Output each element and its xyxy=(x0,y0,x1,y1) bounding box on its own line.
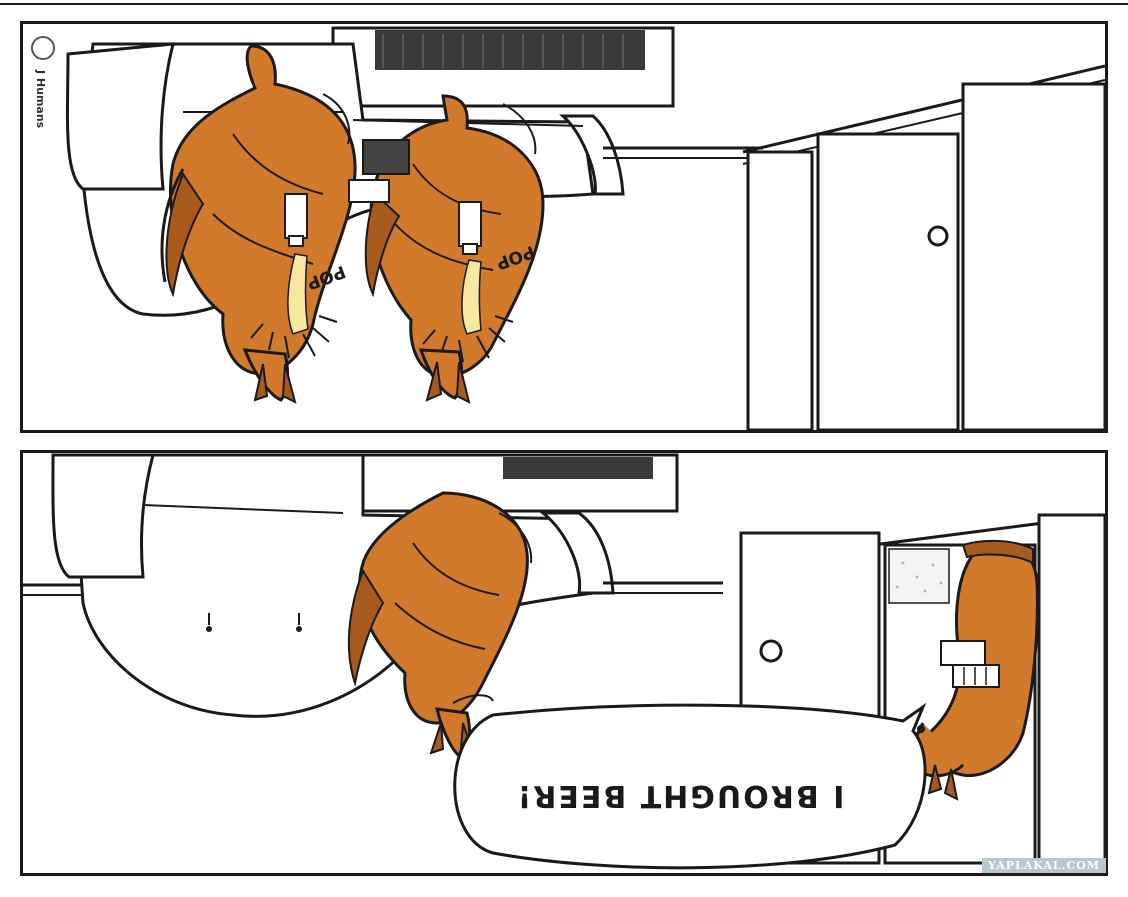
speech-bubble-text: I BROUGHT BEER! xyxy=(516,778,845,813)
ceiling-vent-grille xyxy=(375,30,645,70)
page-top-rule xyxy=(0,3,1128,5)
speech-bubble xyxy=(453,702,927,870)
sofa-armrest-left xyxy=(65,42,175,191)
artist-logo-icon xyxy=(31,36,55,60)
beer-bottle-right xyxy=(458,201,482,247)
cabinet-knob xyxy=(927,225,949,247)
site-watermark: YAPLAKAL.COM xyxy=(982,858,1106,873)
cabinet-door-closed xyxy=(816,132,960,430)
dog-center xyxy=(347,491,533,761)
cabinet-door-right xyxy=(961,82,1105,430)
cabinet-side-panel xyxy=(746,150,814,430)
comic-panel-2: I BROUGHT BEER! xyxy=(20,450,1108,876)
panel-2-artwork: I BROUGHT BEER! xyxy=(23,453,1105,870)
dog-right xyxy=(364,94,545,404)
remote-box xyxy=(362,139,410,175)
cabinet-knob-2 xyxy=(759,639,783,663)
panel-1-artwork: POP POP xyxy=(31,26,1105,430)
sofa-armrest-right xyxy=(559,114,625,196)
beer-six-pack xyxy=(940,640,986,666)
beer-bottle-left xyxy=(284,193,308,239)
dog-left xyxy=(160,44,357,404)
sofa-armrest-2 xyxy=(51,453,155,579)
comic-panel-1: POP POP xyxy=(20,21,1108,433)
artist-credit: J Humans xyxy=(34,69,47,129)
ceiling-vent-grille-2 xyxy=(503,457,653,479)
